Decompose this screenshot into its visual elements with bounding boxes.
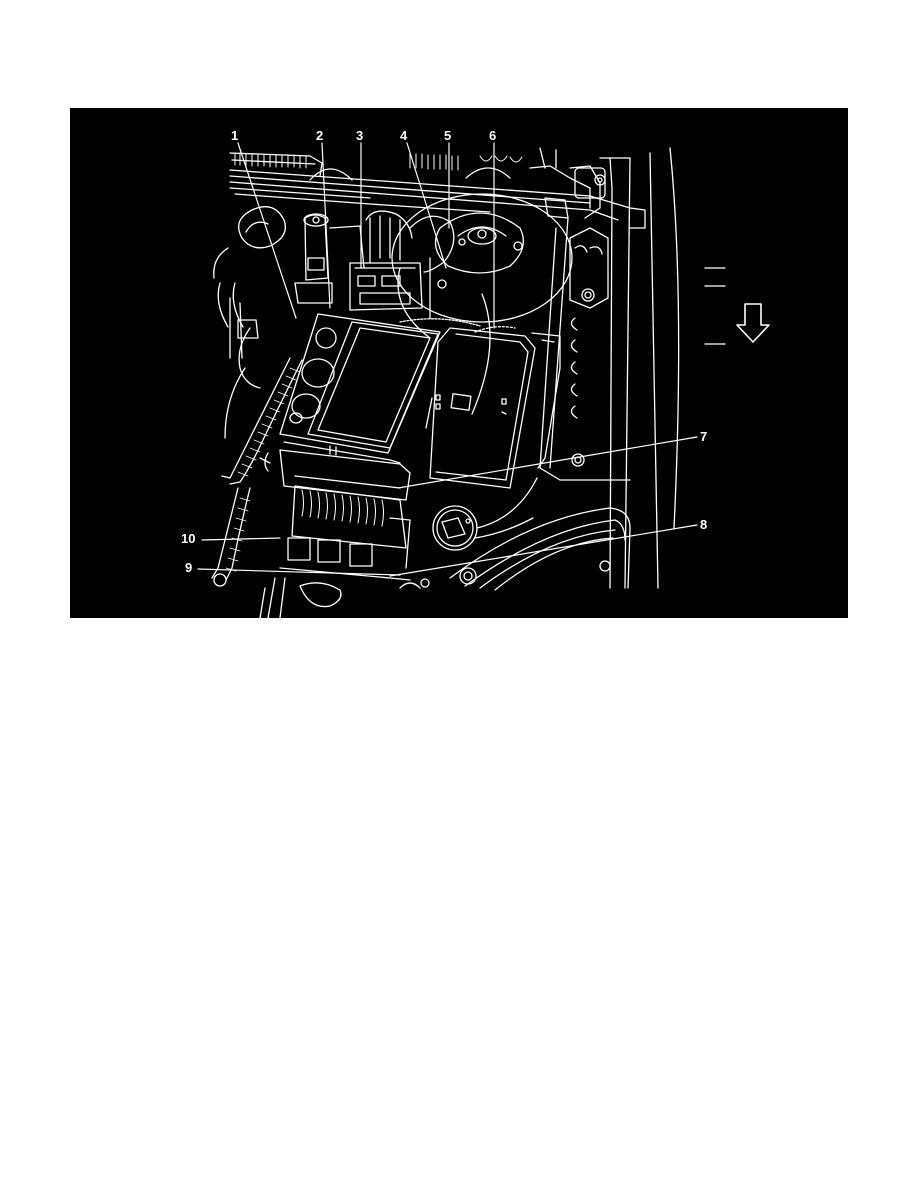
fender-bracket xyxy=(544,165,606,219)
connector-block xyxy=(279,449,411,581)
strut-tower xyxy=(391,193,573,415)
brake-master-cylinder xyxy=(213,206,365,359)
callout-2: 2 xyxy=(316,128,324,143)
callout-3: 3 xyxy=(356,128,364,143)
coolant-reservoir-cap xyxy=(432,477,538,551)
cowl-panel xyxy=(229,147,631,221)
callout-10: 10 xyxy=(181,531,196,546)
battery-tray xyxy=(279,313,441,464)
callout-4: 4 xyxy=(400,128,408,143)
engine-control-module xyxy=(399,318,561,489)
callout-8: 8 xyxy=(700,517,708,532)
wheel-well xyxy=(399,507,631,591)
fender-apron xyxy=(539,147,726,589)
component-location-figure: 1 2 3 4 5 6 7 8 9 10 xyxy=(70,108,848,618)
callout-1: 1 xyxy=(231,128,239,143)
callout-9: 9 xyxy=(185,560,193,575)
callout-7: 7 xyxy=(700,429,708,444)
abs-module xyxy=(349,210,455,319)
engine-compartment-illustration xyxy=(197,142,770,618)
callout-6: 6 xyxy=(489,128,497,143)
down-arrow-icon xyxy=(736,303,770,343)
callout-5: 5 xyxy=(444,128,452,143)
leader-lines xyxy=(197,142,698,577)
wiring-harness xyxy=(211,319,342,618)
